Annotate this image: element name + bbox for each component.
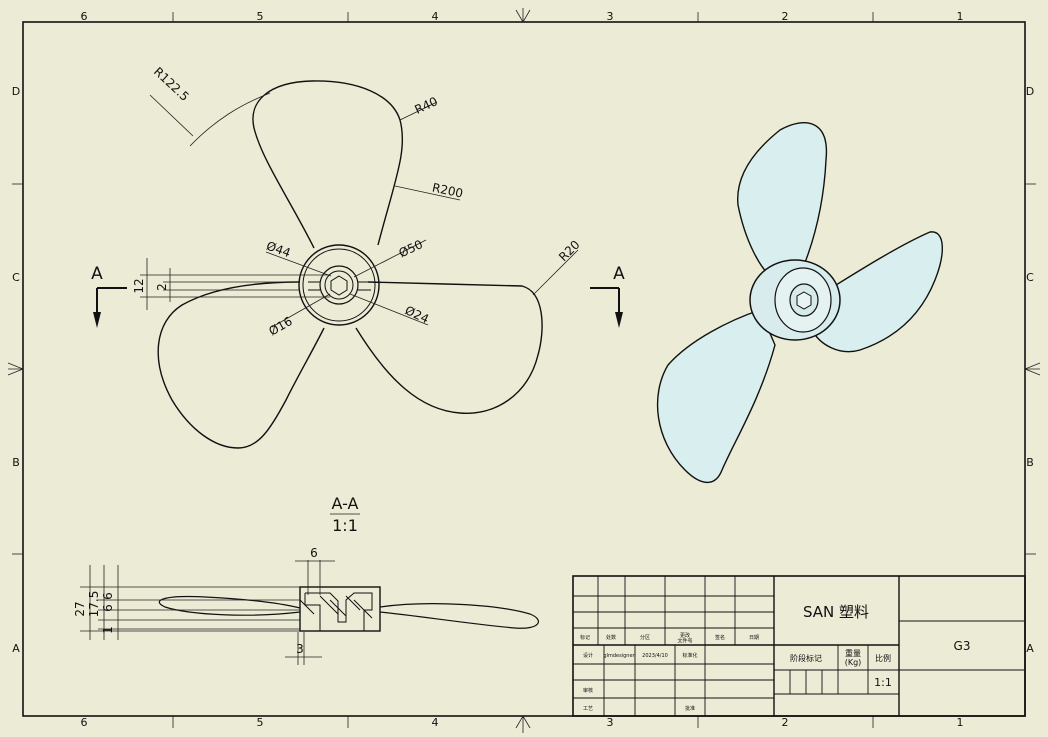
dim-w6: 6 (310, 546, 318, 560)
zone-ticks (12, 12, 1036, 728)
svg-text:A: A (91, 264, 103, 284)
iso-blade-top (737, 122, 828, 281)
label-approve: 批准 (685, 705, 695, 712)
iso-hex-bore (796, 291, 812, 310)
dim-h27: 27 (73, 601, 87, 616)
dim-h6b: 6 (101, 604, 115, 612)
dim-h1: 1 (101, 626, 115, 634)
col-label-top-3: 3 (607, 10, 614, 23)
title-block: SAN 塑料 G3 标记 处数 分区 更改文件号 签名 日期 设计 glmdes… (572, 575, 1026, 717)
row-label-left-b: B (12, 456, 20, 469)
label-design: 设计 (583, 652, 593, 659)
section-hub-detail (299, 592, 373, 631)
title-code: G3 (954, 639, 971, 653)
col-label-top-5: 5 (257, 10, 264, 23)
label-standard: 标准化 (682, 652, 697, 659)
dim-r200: R200 (431, 180, 464, 200)
dim-h6a: 6 (101, 592, 115, 600)
isometric-view (656, 122, 943, 484)
svg-text:A: A (613, 264, 625, 284)
row-label-right-b: B (1026, 456, 1034, 469)
dim-w3: 3 (296, 642, 304, 656)
centering-marks (7, 8, 1041, 733)
col-label-top-6: 6 (81, 10, 88, 23)
dim-r122: R122.5 (151, 65, 192, 104)
section-blade-right (379, 603, 540, 629)
dim-h17: 17.5 (87, 591, 101, 618)
col-label-bottom-3: 3 (607, 716, 614, 729)
row-label-left-a: A (12, 642, 20, 655)
blade-right (355, 281, 543, 414)
iso-blade-right (811, 231, 943, 353)
title-block-labels: 标记 处数 分区 更改文件号 签名 日期 设计 glmdesigner 2023… (580, 632, 759, 712)
section-scale: 1:1 (332, 516, 358, 535)
dim-v2: 2 (155, 283, 169, 291)
propeller-outline (157, 80, 543, 449)
dim-d24: Ø24 (403, 303, 431, 326)
label-scale: 比例 (875, 653, 891, 663)
label-review: 审核 (583, 687, 593, 694)
label-mark: 标记 (580, 634, 590, 641)
section-dimension-text: 27 17.5 6 6 1 6 3 (73, 546, 318, 656)
title-material: SAN 塑料 (803, 603, 869, 621)
title-block-grid (573, 576, 1025, 716)
label-stage: 阶段标记 (790, 653, 822, 663)
section-dimension-lines (80, 560, 335, 665)
section-marker-right: A (590, 264, 625, 328)
label-date: 日期 (749, 635, 759, 641)
dim-r40: R40 (412, 94, 439, 117)
row-label-left-d: D (12, 85, 20, 98)
section-marker-left: A (91, 264, 127, 328)
row-label-right-a: A (1026, 642, 1034, 655)
col-label-bottom-2: 2 (782, 716, 789, 729)
col-label-bottom-6: 6 (81, 716, 88, 729)
value-scale: 1:1 (874, 676, 892, 689)
section-label: A-A (332, 494, 359, 513)
col-label-bottom-1: 1 (957, 716, 964, 729)
label-change-doc: 更改文件号 (677, 632, 692, 645)
row-label-left-c: C (12, 271, 20, 284)
section-view: 27 17.5 6 6 1 6 3 (73, 546, 540, 665)
iso-blade-left (656, 309, 776, 484)
front-dimension-lines (140, 92, 579, 328)
blade-left (157, 281, 325, 449)
hub (298, 244, 380, 326)
col-label-top-1: 1 (957, 10, 964, 23)
value-design-date: 2023/4/10 (642, 653, 668, 659)
section-label-group: A-A 1:1 (330, 494, 360, 535)
dim-r20: R20 (556, 238, 583, 265)
label-weight: 重量(Kg) (845, 648, 862, 667)
zone-labels: 6 5 4 3 2 1 6 5 4 3 2 1 D C B A D C B A (12, 10, 1034, 729)
title-block-labels-mid: 阶段标记 重量(Kg) 比例 (790, 648, 891, 667)
col-label-top-4: 4 (432, 10, 439, 23)
label-process: 工艺 (583, 706, 593, 712)
dim-d50: Ø50 (397, 237, 425, 260)
front-view: R122.5 R40 R200 R20 Ø44 Ø50 Ø16 Ø24 12 2… (91, 65, 625, 449)
section-hub-body (299, 586, 381, 632)
col-label-top-2: 2 (782, 10, 789, 23)
col-label-bottom-4: 4 (432, 716, 439, 729)
row-label-right-d: D (1026, 85, 1034, 98)
dim-d16: Ø16 (266, 314, 294, 338)
label-sign: 签名 (715, 634, 725, 641)
col-label-bottom-5: 5 (257, 716, 264, 729)
value-designer: glmdesigner (603, 653, 635, 659)
blade-top (252, 80, 404, 249)
dim-v12: 12 (132, 278, 146, 293)
label-count: 处数 (606, 634, 616, 641)
row-label-right-c: C (1026, 271, 1034, 284)
section-blade-left (158, 595, 301, 616)
label-zone: 分区 (640, 634, 650, 641)
